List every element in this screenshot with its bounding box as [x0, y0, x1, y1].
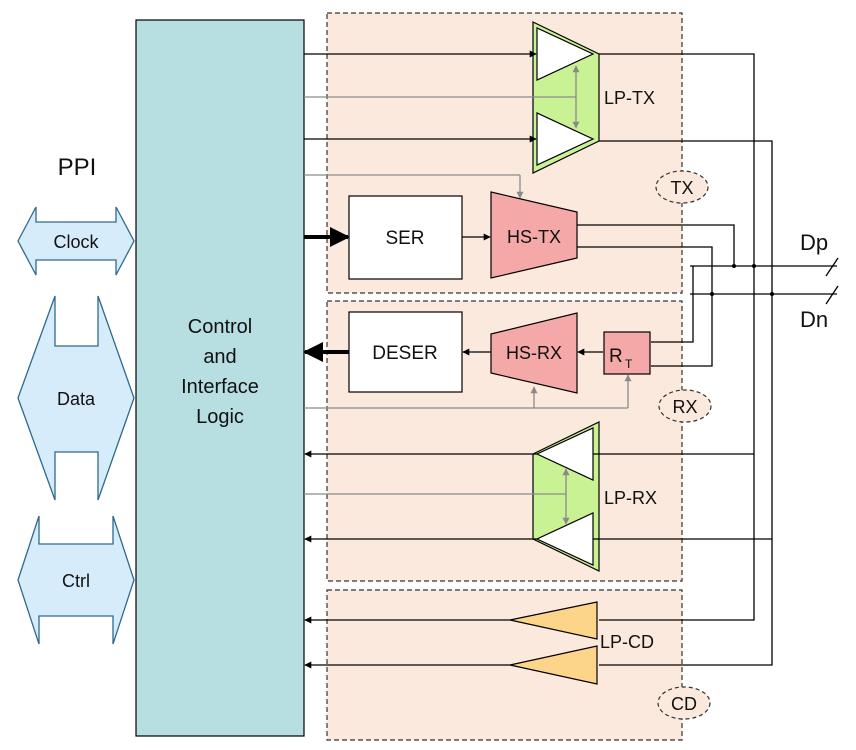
ser-label: SER — [385, 228, 424, 249]
control-label-line1: Control — [188, 316, 252, 338]
hs-rx-label: HS-RX — [506, 343, 562, 363]
lp-rx-label: LP-RX — [604, 488, 657, 508]
lp-tx-driver-bottom — [536, 112, 595, 166]
rx-region-tag — [658, 389, 712, 423]
deser-block — [348, 311, 463, 393]
lp-tx-out-dp — [599, 53, 755, 621]
cd-region-label: CD — [671, 694, 697, 714]
dp-pin-label: Dp — [800, 230, 828, 255]
junction-dot — [732, 264, 736, 268]
hs-tx-out-dn — [577, 246, 713, 294]
lp-tx-label: LP-TX — [604, 88, 655, 108]
tx-region-label: TX — [670, 178, 693, 198]
junction-dot — [752, 264, 756, 268]
ppi-data-label: Data — [57, 389, 96, 409]
cd-region-tag — [657, 686, 711, 720]
rt-subscript: T — [625, 357, 633, 371]
lp-tx-out-dn — [599, 140, 773, 666]
control-logic-block — [135, 19, 305, 737]
hs-rx-in-dp — [651, 266, 694, 343]
lp-cd-detector-top — [509, 601, 598, 640]
rt-label: R — [609, 346, 623, 367]
hs-tx-out-dp — [577, 224, 735, 266]
control-label-line2: and — [203, 346, 236, 368]
junction-dot — [770, 292, 774, 296]
hs-tx-label: HS-TX — [507, 227, 561, 247]
ppi-title: PPI — [58, 154, 97, 181]
control-label-line3: Interface — [181, 376, 259, 398]
ppi-clock-arrow — [17, 206, 135, 276]
lp-cd-detector-bottom — [509, 645, 598, 685]
ppi-ctrl-label: Ctrl — [62, 571, 90, 591]
ser-block — [348, 195, 463, 280]
hs-rx-block — [490, 312, 578, 394]
ppi-data-arrow — [17, 295, 135, 501]
tx-region-tag — [655, 170, 709, 204]
rt-termination-block — [603, 331, 651, 375]
lp-tx-driver-top — [536, 27, 595, 81]
hs-rx-in-dn — [651, 294, 713, 367]
dp-pin-slash — [825, 257, 839, 277]
ppi-clock-label: Clock — [53, 232, 99, 252]
lp-cd-label: LP-CD — [600, 632, 654, 652]
rx-region-label: RX — [672, 397, 697, 417]
ppi-ctrl-arrow — [17, 515, 135, 645]
dn-pin-slash — [825, 285, 839, 305]
junction-dot — [710, 292, 714, 296]
hs-tx-block — [490, 191, 578, 279]
control-label-line4: Logic — [196, 406, 244, 428]
dn-pin-label: Dn — [800, 307, 828, 332]
deser-label: DESER — [372, 343, 437, 364]
